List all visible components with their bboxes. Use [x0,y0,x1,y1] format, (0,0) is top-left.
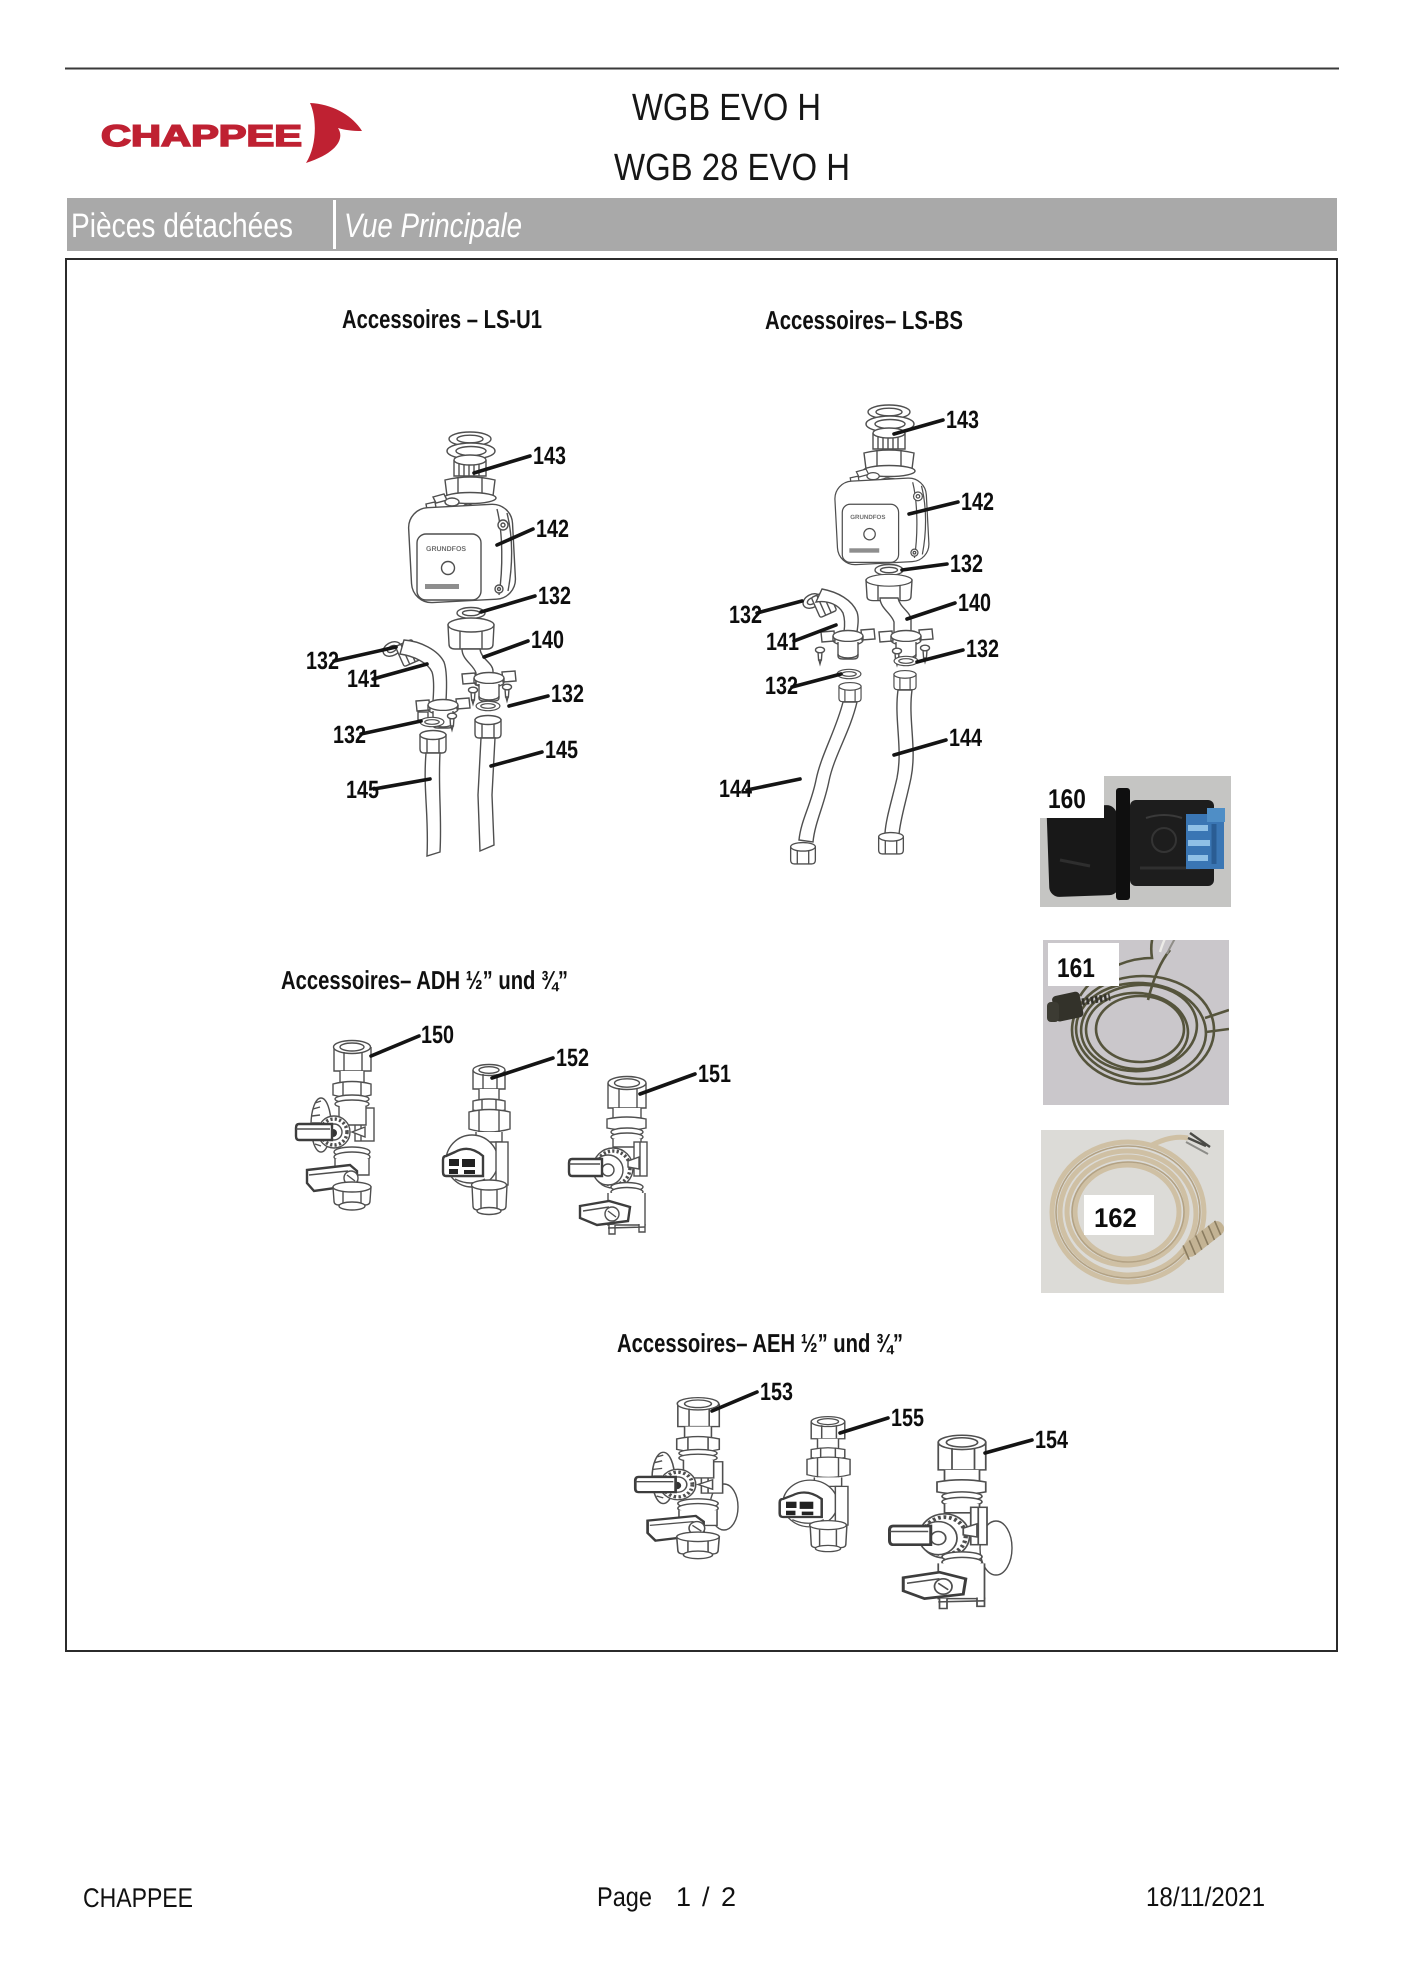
svg-text:132: 132 [729,601,762,629]
svg-text:CHAPPEE: CHAPPEE [101,120,302,153]
svg-text:143: 143 [946,406,979,434]
svg-text:2: 2 [721,1882,736,1912]
svg-text:152: 152 [556,1044,589,1072]
svg-text:155: 155 [891,1404,924,1432]
svg-text:142: 142 [536,515,569,543]
svg-text:Pièces détachées: Pièces détachées [71,207,293,245]
svg-text:Accessoires– LS-BS: Accessoires– LS-BS [765,305,963,335]
svg-text:141: 141 [766,628,799,656]
svg-text:141: 141 [347,665,380,693]
svg-text:Accessoires– AEH ½” und ¾”: Accessoires– AEH ½” und ¾” [617,1328,903,1358]
svg-text:132: 132 [551,680,584,708]
svg-text:Vue Principale: Vue Principale [344,207,522,245]
svg-text:144: 144 [719,775,752,803]
svg-text:132: 132 [306,647,339,675]
svg-text:145: 145 [545,736,578,764]
svg-text:WGB EVO H: WGB EVO H [632,87,821,129]
svg-text:140: 140 [531,626,564,654]
svg-text:143: 143 [533,442,566,470]
svg-text:Page: Page [597,1882,652,1912]
svg-text:CHAPPEE: CHAPPEE [83,1883,193,1913]
svg-text:132: 132 [950,550,983,578]
svg-text:132: 132 [333,721,366,749]
svg-text:140: 140 [958,589,991,617]
svg-text:162: 162 [1094,1203,1137,1233]
svg-text:132: 132 [538,582,571,610]
svg-text:Accessoires– ADH ½” und ¾”: Accessoires– ADH ½” und ¾” [281,965,568,995]
svg-text:132: 132 [765,672,798,700]
svg-text:161: 161 [1057,953,1095,983]
svg-text:142: 142 [961,488,994,516]
svg-text:/: / [702,1882,710,1912]
svg-text:132: 132 [966,635,999,663]
svg-text:151: 151 [698,1060,731,1088]
svg-text:153: 153 [760,1378,793,1406]
svg-text:144: 144 [949,724,982,752]
svg-text:WGB 28 EVO H: WGB 28 EVO H [614,147,850,189]
svg-text:1: 1 [676,1882,691,1912]
svg-text:18/11/2021: 18/11/2021 [1146,1882,1265,1912]
svg-text:Accessoires – LS-U1: Accessoires – LS-U1 [342,304,542,334]
svg-text:150: 150 [421,1021,454,1049]
svg-text:154: 154 [1035,1426,1068,1454]
svg-text:160: 160 [1048,784,1086,814]
svg-text:145: 145 [346,776,379,804]
